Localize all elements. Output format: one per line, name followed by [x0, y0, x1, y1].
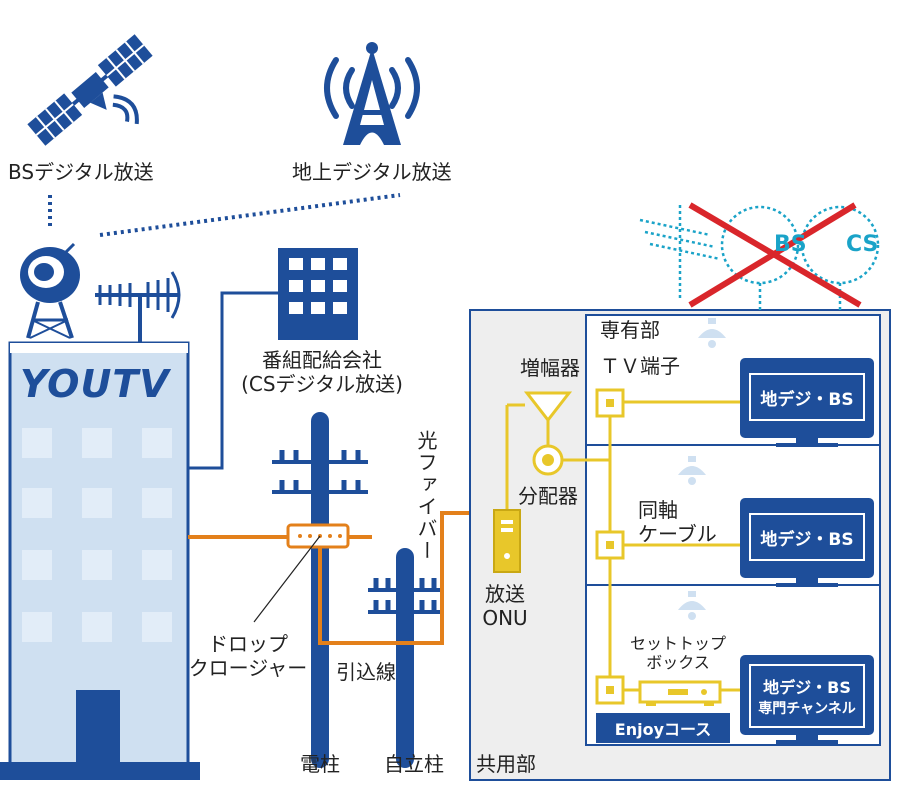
utility-pole-label: 電柱	[300, 752, 340, 776]
splitter-icon	[532, 444, 564, 476]
drop-closure-label-line2: クロージャー	[188, 656, 308, 680]
broadcast-onu-label-line1: 放送	[485, 582, 525, 606]
settop-box-label-line1: セットトップ	[629, 634, 726, 653]
terrestrial-antenna-icon	[95, 271, 181, 343]
drop-closure	[286, 523, 350, 549]
youtv-building	[0, 341, 200, 780]
utility-pole	[272, 412, 368, 768]
drop-closure-label-line1: ドロップ	[208, 632, 288, 656]
coax-cable-label-line2: ケーブル	[638, 522, 717, 546]
independent-pole-label: 自立柱	[384, 752, 444, 776]
settop-box-icon	[638, 680, 722, 706]
satellite-icon	[27, 34, 153, 146]
private-area-label: 専有部	[600, 318, 660, 342]
drop-closure-label: ドロップ クロージャー	[188, 632, 308, 680]
tv3-screen-label: 地デジ・BS 専門チャンネル	[750, 665, 864, 727]
satellite-dish-icon	[20, 242, 80, 339]
amplifier-label: 増幅器	[520, 356, 580, 380]
broadcast-onu-label-line2: ONU	[482, 606, 528, 630]
crossed-out-bs-label: BS	[774, 232, 807, 257]
supplier-connection-line	[188, 291, 278, 470]
independent-pole	[368, 548, 442, 768]
amplifier-icon	[523, 391, 573, 423]
broadcast-onu-label: 放送 ONU	[470, 582, 540, 630]
onu-icon	[493, 509, 521, 573]
tv1-screen-label: 地デジ・BS	[760, 389, 854, 410]
tv-icon	[740, 498, 874, 587]
tv-icon	[740, 358, 874, 447]
tv3-screen-label-line1: 地デジ・BS	[763, 678, 851, 697]
tv2-screen-label: 地デジ・BS	[760, 529, 854, 550]
tv-icon	[740, 655, 874, 744]
program-supplier-label-line2: (CSデジタル放送)	[241, 372, 403, 396]
cross-line	[688, 202, 857, 308]
youtv-logo: YOUTV	[20, 362, 170, 406]
lamp-icon	[678, 318, 726, 620]
coax-cable-label: 同軸 ケーブル	[638, 498, 717, 546]
settop-box-label: セットトップ ボックス	[628, 634, 728, 672]
enjoy-course-box	[596, 713, 730, 743]
enjoy-course-label: Enjoyコース	[614, 720, 712, 739]
common-area-label: 共用部	[476, 752, 536, 776]
terrestrial-broadcast-label: 地上デジタル放送	[292, 160, 452, 184]
coax-cable-label-line1: 同軸	[638, 498, 678, 522]
optical-fiber-label: 光ファイバー	[414, 430, 438, 562]
service-line-label: 引込線	[336, 660, 396, 684]
broadcast-tower-icon	[324, 42, 420, 145]
program-supplier-building-icon	[278, 248, 358, 340]
terrestrial-signal-dotted-line	[99, 193, 401, 237]
program-supplier-label: 番組配給会社 (CSデジタル放送)	[222, 348, 422, 396]
tv-terminal-icon	[595, 388, 625, 705]
crossed-out-cs-label: CS	[846, 232, 879, 257]
settop-box-label-line2: ボックス	[646, 653, 710, 673]
program-supplier-label-line1: 番組配給会社	[262, 348, 382, 372]
drop-closure-pointer	[253, 535, 321, 623]
tv-terminal-label: ＴＶ端子	[600, 354, 680, 378]
fiber-service-line	[318, 511, 500, 645]
bs-broadcast-label: BSデジタル放送	[8, 160, 154, 184]
tv3-screen-label-line2: 専門チャンネル	[758, 701, 856, 717]
splitter-label: 分配器	[518, 484, 578, 508]
